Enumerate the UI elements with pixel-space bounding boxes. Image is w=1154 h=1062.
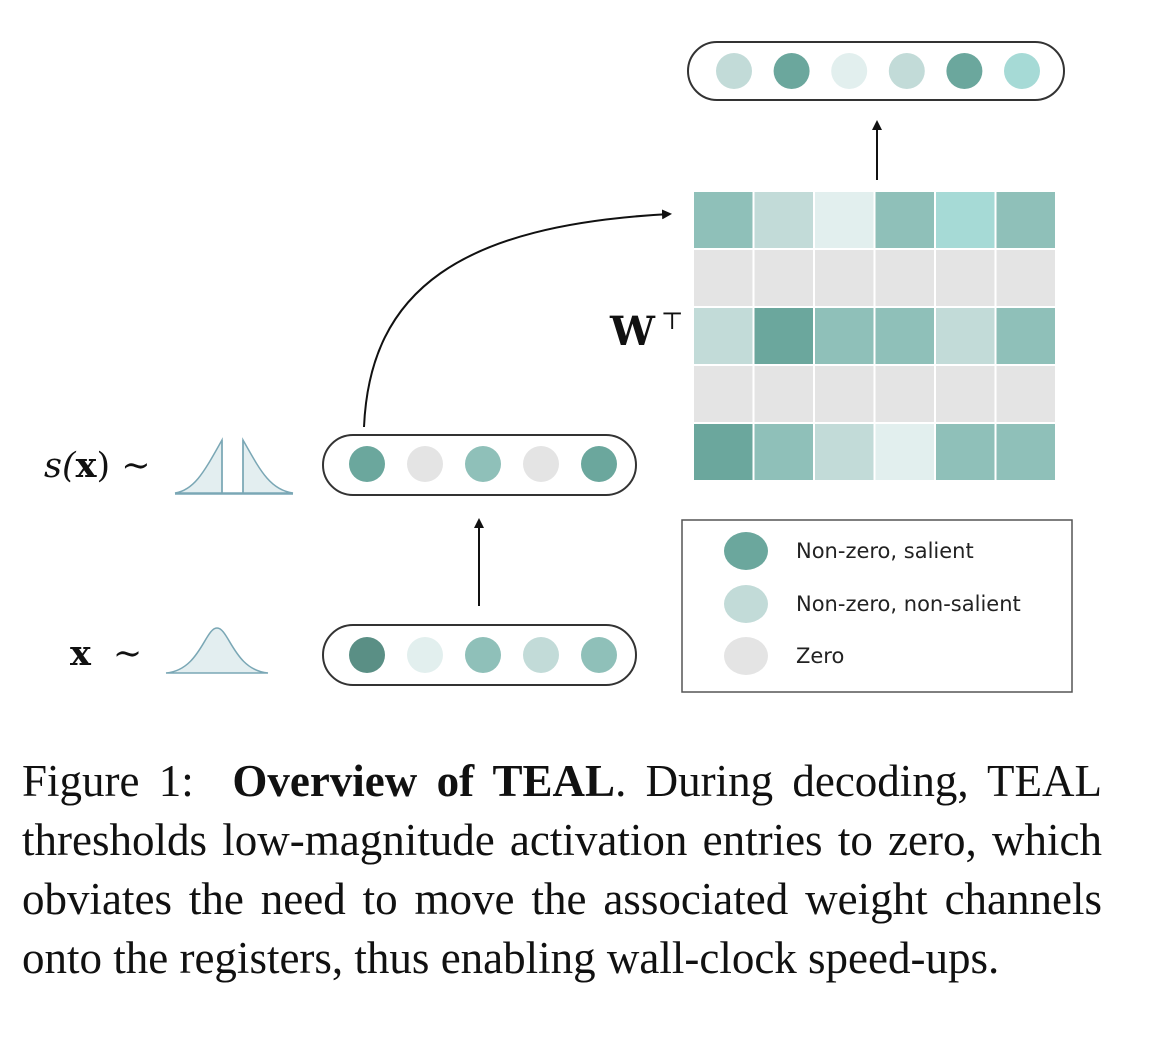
weight-cell	[873, 422, 936, 482]
weight-cell	[752, 422, 815, 482]
weight-cell	[873, 306, 936, 366]
output-vector-dot	[773, 53, 810, 89]
legend: Non-zero, salient Non-zero, non-salient …	[681, 519, 1073, 693]
weight-cell	[752, 248, 815, 308]
legend-label-zero: Zero	[796, 644, 844, 668]
sparse-vector-dot	[407, 446, 443, 482]
weight-cell	[692, 306, 755, 366]
gaussian-distribution-icon	[165, 627, 269, 674]
weight-cell	[994, 190, 1057, 250]
weight-cell	[934, 248, 997, 308]
legend-swatch-zero	[724, 637, 768, 675]
x-label-tilde: ∼	[113, 634, 142, 674]
sparse-vector-dot	[349, 446, 385, 482]
teal-overview-diagram: W⊤ s(x) ∼ x∼ Non-zero, salient Non-zero,…	[44, 41, 1073, 693]
weight-cell	[692, 190, 755, 250]
sx-label-suffix: ) ∼	[97, 446, 151, 486]
weight-cell	[813, 422, 876, 482]
weight-cell	[873, 190, 936, 250]
weight-cell	[934, 422, 997, 482]
x-label-var: x	[70, 633, 92, 674]
dense-vector-dot	[523, 637, 559, 673]
weight-cell	[813, 190, 876, 250]
weight-cell	[692, 364, 755, 424]
caption-title: Overview of TEAL	[232, 756, 616, 806]
weight-cell	[994, 422, 1057, 482]
weight-cell	[994, 248, 1057, 308]
weight-cell	[752, 364, 815, 424]
output-vector-dot	[946, 53, 983, 89]
thresholded-distribution-icon	[174, 437, 294, 495]
output-vector-dot	[888, 53, 925, 89]
legend-label-non-salient: Non-zero, non-salient	[796, 592, 1021, 616]
weight-matrix	[692, 190, 1057, 482]
dense-vector-dot	[465, 637, 501, 673]
weight-cell	[873, 248, 936, 308]
sx-label: s(x) ∼	[44, 445, 151, 486]
output-vector	[687, 41, 1065, 101]
legend-swatch-non-salient	[724, 585, 768, 623]
dense-activation-vector	[322, 624, 637, 686]
weight-cell	[692, 248, 755, 308]
figure-caption: Figure 1: Overview of TEAL. During decod…	[22, 752, 1102, 988]
weight-cell	[813, 248, 876, 308]
output-vector-dots	[716, 53, 1040, 89]
sparse-vector-dot	[581, 446, 617, 482]
dense-vector-dots	[349, 637, 617, 673]
legend-swatch-salient	[724, 532, 768, 570]
weight-cell	[752, 190, 815, 250]
weight-cell	[934, 364, 997, 424]
sparse-to-matrix-arrow	[363, 209, 672, 428]
dense-vector-dot	[581, 637, 617, 673]
dense-vector-dot	[349, 637, 385, 673]
weight-cell	[692, 422, 755, 482]
sx-label-var: x	[76, 445, 98, 486]
caption-figure-label: Figure 1:	[22, 756, 194, 806]
sparse-vector-dot	[465, 446, 501, 482]
output-vector-dot	[716, 53, 752, 89]
output-vector-dot	[1004, 53, 1040, 89]
sparse-activation-vector	[322, 434, 637, 496]
weight-cell	[994, 364, 1057, 424]
w-transpose-label: W⊤	[609, 307, 684, 355]
weight-cell	[873, 364, 936, 424]
sparse-vector-dots	[349, 446, 617, 482]
output-vector-dot	[831, 53, 868, 89]
sx-label-prefix: s(	[44, 446, 77, 486]
w-label-main: W	[609, 308, 656, 355]
weight-cell	[813, 306, 876, 366]
x-label: x∼	[70, 633, 142, 674]
dense-vector-dot	[407, 637, 443, 673]
weight-cell	[934, 306, 997, 366]
legend-label-salient: Non-zero, salient	[796, 539, 974, 563]
weight-cell	[752, 306, 815, 366]
caption-body: . During decoding, TEAL thresholds low-m…	[22, 756, 1102, 983]
weight-cell	[934, 190, 997, 250]
weight-cell	[994, 306, 1057, 366]
sparse-vector-dot	[523, 446, 559, 482]
weight-cell	[813, 364, 876, 424]
w-label-sup: ⊤	[661, 307, 684, 335]
